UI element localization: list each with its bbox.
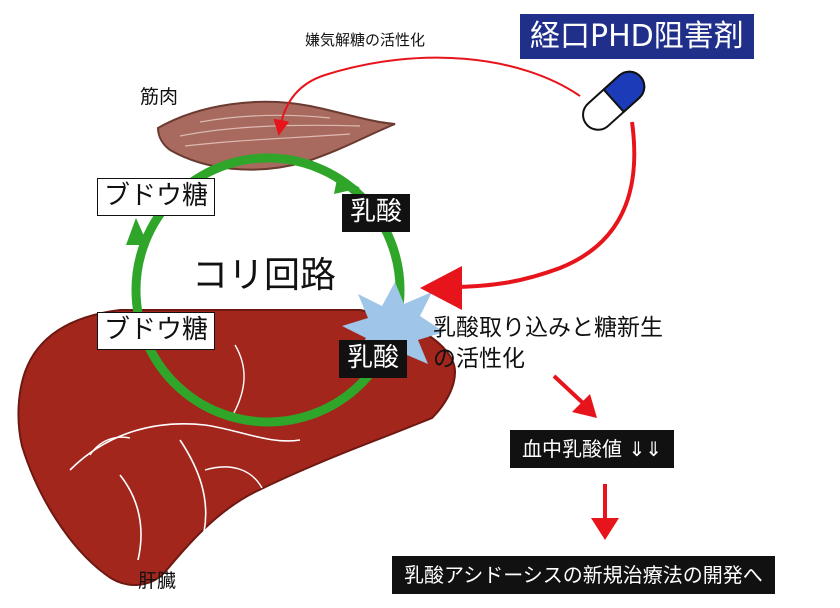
glycolysis-label: 嫌気解糖の活性化 bbox=[305, 31, 426, 49]
effect-to-blood-arrowhead bbox=[572, 394, 597, 418]
liver-label: 肝臓 bbox=[138, 570, 177, 592]
glucose-box-top: ブドウ糖 bbox=[97, 178, 216, 216]
glucose-box-bottom: ブドウ糖 bbox=[97, 312, 216, 350]
drug-label: 経口PHD阻害剤 bbox=[520, 14, 754, 59]
capsule-icon bbox=[582, 70, 646, 131]
blood-lactate-box: 血中乳酸値 ⇓⇓ bbox=[510, 430, 674, 468]
drug-to-liver-arrowhead bbox=[420, 266, 462, 310]
effect-label-line1: 乳酸取り込みと糖新生 bbox=[433, 315, 663, 341]
liver-shape bbox=[17, 309, 457, 587]
cycle-arrowhead-left bbox=[126, 218, 148, 245]
effect-to-blood-arrow bbox=[552, 374, 586, 406]
lactate-box-top: 乳酸 bbox=[342, 194, 411, 232]
glycolysis-arrow bbox=[273, 56, 581, 136]
cycle-arrowhead-top bbox=[334, 174, 360, 194]
effect-label-line2: の活性化 bbox=[433, 346, 525, 372]
lactate-box-bottom: 乳酸 bbox=[339, 340, 408, 378]
blood-to-conclusion-arrowhead bbox=[591, 518, 619, 540]
drug-to-liver-arrow bbox=[457, 121, 637, 289]
cori-cycle-ring bbox=[126, 153, 405, 427]
muscle-label: 筋肉 bbox=[140, 86, 179, 108]
conclusion-box: 乳酸アシドーシスの新規治療法の開発へ bbox=[392, 556, 775, 594]
cori-cycle-label: コリ回路 bbox=[192, 255, 337, 296]
